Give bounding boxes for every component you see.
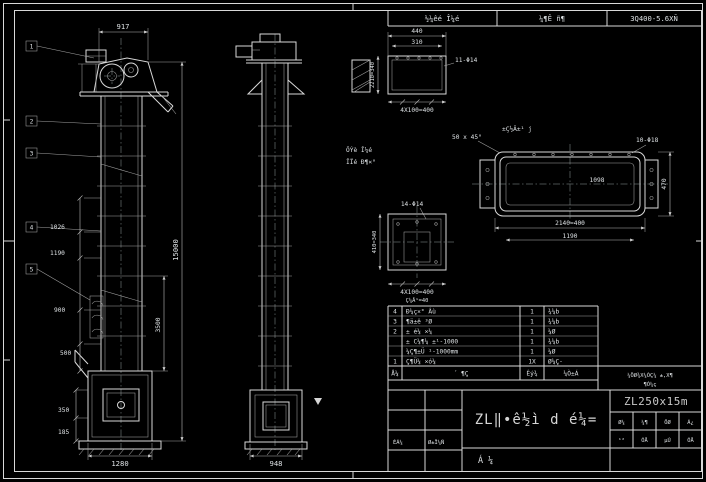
title-cell: ÕÅ [687,437,694,444]
bom-row-no: 1 [393,359,397,366]
bom-row-mat: ¾¼b [548,318,559,326]
bom-row-mat: Ø¼Ç- [548,358,563,366]
top-bar-drawing-code: 3Q400-5.6XÑ [630,14,678,23]
drawing-title: ZL‖•ê½ì d é¼= [475,412,598,428]
door-detail-note: Ç¼Â¹=40 [406,297,429,304]
dim-front-bottom-width: 1280 [111,459,128,468]
side-head-section [235,33,306,95]
scale-label: Á ¼ [478,454,493,465]
balloon-4: 4 [30,225,34,232]
view-title: ÖÝè Î¼é ÎÏé Ð¶×° [346,145,376,166]
title-cell: µÚ [664,437,671,444]
balloon-5: 5 [30,267,34,274]
dim-flange-overall: 440 [411,28,422,35]
dim-casing-center: 1098 [590,177,605,184]
dim-front-left-5: 350 [58,407,69,414]
balloon-2: 2 [30,119,34,126]
bom-table: 4 Ð¼ç×° Âù 1 ¾¼b 3 ¶ä±ê ³Ø 1 ¾¼b 2 ± é¼ … [387,305,702,390]
dim-front-segment: 3500 [155,317,162,332]
bom-row-mat: ¼Ø [548,348,556,356]
bom-row-qty: 1 [530,329,534,336]
bom-row-no: 4 [393,309,397,316]
bom-row-name: ¶ä±ê ³Ø [406,318,432,326]
dim-flange-inner: 310 [411,39,422,46]
bom-row-name: ¼Ç¶±Ü ¹-1000mm [406,347,458,356]
title-note-line1: ¼ÖØ¾X¼ÒÇ¼ ±,X¶ [627,372,672,379]
front-boot-section [74,349,162,456]
title-cell: ÕÅ [641,437,648,444]
front-head-section [78,49,177,115]
title-cell: ÖØ [664,419,671,426]
dim-casing-bottom-outer: 2140=400 [555,220,585,227]
bom-row-qty: 1X [528,359,536,366]
casing-detail-note: ±Ç½Â±¹ j [502,124,532,133]
title-cell: ¹² [618,437,625,444]
dim-front-left-3: 900 [54,307,65,314]
bom-row-mat: ¼Ø [548,328,556,336]
bom-row-qty: 1 [530,349,534,356]
bom-row-name: ± C¼¶¼ ±¹-1000 [406,338,458,346]
balloon-1: 1 [30,44,34,51]
title-note-line2: ¶Ó¼ç [644,381,657,388]
drawing-number: ZL250x15m [624,395,688,408]
bom-header-qty: Êý¾ [526,369,537,378]
view-title-line1: ÖÝè Î¼é [346,145,372,154]
front-dimensions: 917 15000 3500 1026 1190 900 500 350 185… [50,22,186,468]
bom-row-qty: 1 [530,339,534,346]
bom-header-no: Å¼ [391,369,399,378]
dim-door-left: 410=340 [372,231,378,254]
dim-front-left-2: 1190 [50,250,65,257]
view-title-line2: ÎÏé Ð¶×° [346,157,376,166]
dim-flange-bottom: 4X100=400 [400,107,434,114]
bom-row-name: Ç¶Ü¼ ×ó¼ [406,357,436,366]
dim-front-left-4: 500 [60,350,71,357]
section-arrow [314,398,322,405]
dim-front-top-width: 917 [117,22,130,31]
front-item-balloons: 1 2 3 4 5 [25,40,102,301]
side-boot-section [244,389,308,456]
bom-row-name: ± é¼ ×¼ [406,328,432,336]
bom-row-mat: ¾¼b [548,308,559,316]
front-casing [89,96,146,371]
dim-door-bottom: 4X100=400 [400,289,434,296]
signature-label-2: Ø±Ï¼Ñ [428,439,444,446]
bom-row-no: 2 [393,329,397,336]
label-chamfer: 50 x 45° [452,133,482,141]
side-elevation-view: 948 [235,33,308,468]
front-elevation-view: 1 2 3 4 5 917 15000 3500 [25,22,186,468]
dim-flange-left: 2210=340 [370,62,376,88]
bom-row-qty: 1 [530,309,534,316]
top-bar: ½¼êé Î¼é ¼¶Ê ñ¶ 3Q400-5.6XÑ [387,10,702,27]
dim-side-bottom-width: 948 [270,459,283,468]
sheet-frame [3,3,703,479]
bom-row-mat: ¾¼b [548,338,559,346]
label-casing-holes: 10-Φ18 [636,137,659,144]
bom-row-no: 3 [393,319,397,326]
bom-row-name: Ð¼ç×° Âù [406,307,436,316]
dim-front-left-6: 185 [58,429,69,436]
title-block: ¼ÖØ¾X¼ÒÇ¼ ±,X¶ ¶Ó¼ç ZL250x15m ZL‖•ê½ì d … [387,372,702,472]
dim-front-left-1: 1026 [50,224,65,231]
title-cell: Ø¼ [618,419,625,426]
top-bar-mid-label: ¼¶Ê ñ¶ [539,14,565,23]
bom-header-name: ´ ¶Ç [454,370,469,378]
label-door-holes: 14-Φ14 [401,201,424,208]
dim-front-overall-height: 15000 [171,239,180,261]
flange-plate-detail: 440 310 11-Φ14 4X100=400 2210=340 [351,28,478,114]
label-flange-holes: 11-Φ14 [455,57,478,64]
casing-section-detail: ±Ç½Â±¹ j 50 x 45° 10-Φ18 1098 2140=400 1… [452,124,674,242]
side-dimensions: 948 [249,444,303,468]
side-casing [258,63,292,390]
inspection-door-detail: 14-Φ14 410=340 4X100=400 Ç¼Â¹=40 [372,201,454,304]
bom-row-qty: 1 [530,319,534,326]
dim-casing-bottom-inner: 1190 [563,233,578,240]
title-cell: Á¿ [687,419,694,426]
signature-label-1: ÉÁ¼ [393,438,403,446]
dim-casing-right: 470 [661,178,668,189]
top-bar-left-label: ½¼êé Î¼é [425,14,460,23]
bom-header-mat: ¼Ò±Á [564,369,579,378]
balloon-3: 3 [30,151,34,158]
title-cell: ¼¶ [641,420,648,426]
